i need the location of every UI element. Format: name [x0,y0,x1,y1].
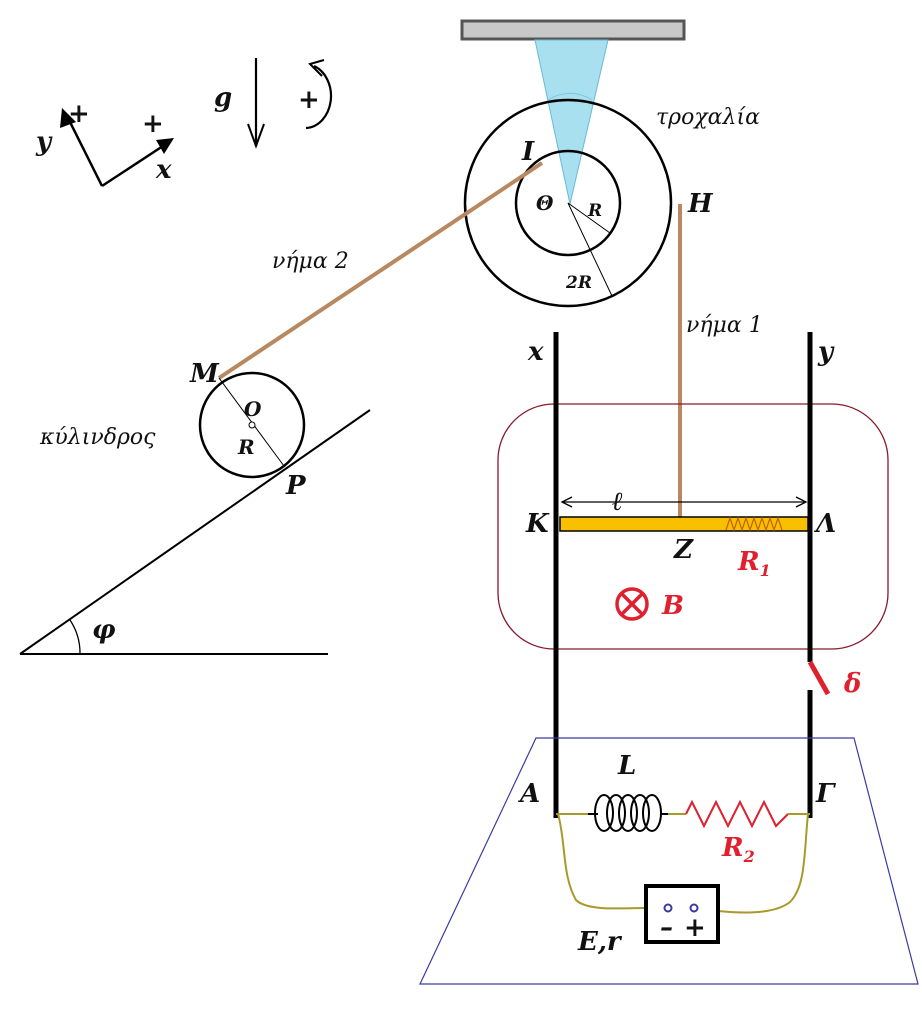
resistor-r1-label: R1 [737,547,771,580]
y-axis-arrowhead [60,108,76,128]
sliding-rod [559,516,809,532]
ceiling-mount [460,19,686,41]
point-i-label: I [521,137,535,167]
wire-a-to-source [557,813,669,910]
resistor-r1-zigzag [725,516,783,532]
pulley-inner-radius-label: R [587,201,602,221]
source-terminal-plus [689,903,699,913]
pulley-radius-2r-line [567,202,613,297]
y-axis-label: y [35,127,53,157]
thread-2-label: νήμα 2 [272,249,349,274]
point-z-label: Z [673,535,694,565]
inductor-coil-icon [588,794,668,832]
x-axis-plus: + [142,109,164,139]
source-terminal-minus [663,903,673,913]
point-a-label: A [517,779,540,809]
incline-angle-arc [69,619,81,655]
cylinder-center-label: O [244,397,262,421]
switch-delta [807,660,831,696]
pulley-outer-radius-label: 2R [565,273,592,293]
axes-indicator: y + + x [35,99,174,188]
source-box [644,884,720,944]
thread-1-label: νήμα 1 [686,313,763,338]
magnetic-field-region [497,403,889,650]
thread-2 [217,161,544,380]
rotation-arrow [305,64,333,130]
rotation-plus: + [298,85,320,115]
source-minus-label: – [660,913,673,943]
length-arrowhead-right [795,496,808,508]
length-label: ℓ [612,487,623,517]
support-angle-arc [547,92,593,101]
cylinder-radius-label: R [237,435,255,459]
incline: φ [19,409,371,655]
gravity-label: g [214,83,232,113]
gravity-arrowhead [247,123,265,149]
point-p-label: P [285,471,307,501]
pulley-support-cone [534,39,609,205]
pulley-outer-rim [463,98,673,308]
point-k-label: K [525,509,550,539]
pulley-name: τροχαλία [656,105,760,130]
wire-gamma-to-source [693,813,809,914]
x-axis-label: x [155,155,172,185]
source-label: E,r [577,927,623,957]
x-axis-arrow [101,142,167,188]
y-axis-arrow [66,117,104,187]
gravity-indicator: g + [214,58,333,149]
resistor-r2-zigzag [685,799,789,829]
field-label: B [661,591,684,621]
point-h-label: H [687,189,714,219]
x-axis-arrowhead [156,138,174,154]
cylinder-name: κύλινδρος [39,425,156,450]
pulley: τροχαλία Θ R 2R I H [463,98,760,308]
pulley-radius-r-line [567,202,611,234]
left-rail-label: x [527,337,544,367]
incline-surface [19,409,371,655]
base-plate [419,737,919,985]
y-axis-plus: + [68,99,90,129]
right-rail-label: y [817,337,835,367]
incline-angle-label: φ [92,615,116,645]
inductor-label: L [617,751,636,781]
switch-label: δ [843,669,861,699]
point-lambda-label: Λ [813,509,836,539]
pulley-center-label: Θ [536,191,554,215]
point-m-label: M [189,359,220,389]
resistor-r2-label: R2 [721,833,755,866]
cylinder-body [198,371,306,479]
point-gamma-label: Γ [815,779,836,809]
pulley-inner-rim [514,149,622,257]
cylinder-center-dot [248,421,256,429]
field-into-page-icon [615,587,649,621]
length-arrowhead-left [560,496,573,508]
rotation-arrowhead-icon [308,59,325,77]
source-plus-label: + [684,913,706,943]
cylinder: κύλινδρος O R M P [39,359,307,501]
